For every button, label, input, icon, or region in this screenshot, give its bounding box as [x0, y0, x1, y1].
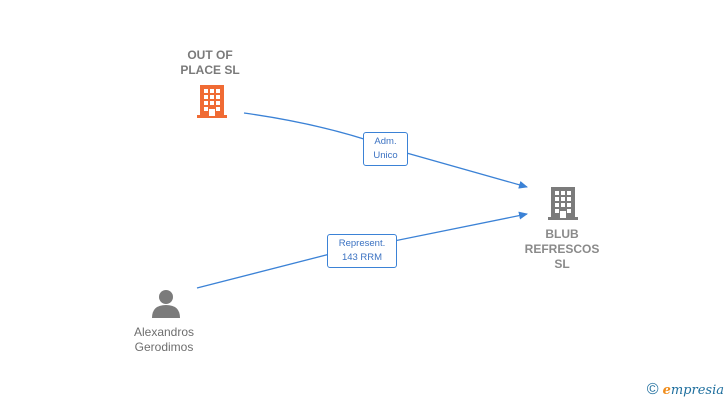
- building-icon[interactable]: [547, 185, 579, 221]
- copyright-icon: ©: [646, 381, 659, 398]
- company-out-of-place-label[interactable]: OUT OF PLACE SL: [180, 48, 240, 77]
- edge-label-adm-unico[interactable]: Adm. Unico: [363, 132, 408, 166]
- person-icon[interactable]: [150, 289, 182, 319]
- edge-label-represent[interactable]: Represent. 143 RRM: [327, 234, 397, 268]
- company-blub-refrescos-label[interactable]: BLUB REFRESCOS SL: [524, 227, 600, 271]
- brand-logo: © empresia: [647, 382, 724, 398]
- brand-name: empresia: [662, 382, 724, 398]
- person-alexandros-gerodimos-label[interactable]: Alexandros Gerodimos: [133, 325, 195, 354]
- building-icon[interactable]: [196, 83, 228, 119]
